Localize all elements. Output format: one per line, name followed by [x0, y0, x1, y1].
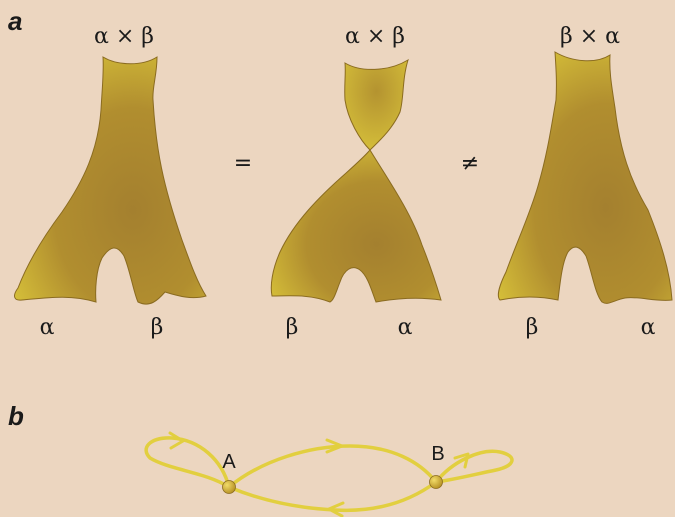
loop-at-b — [431, 449, 514, 485]
panel-b-label: b — [8, 401, 24, 431]
pants-surface-right — [497, 51, 673, 304]
point-b-label: B — [431, 443, 444, 465]
arrow-loop-a-icon — [168, 431, 185, 450]
pants-right-bottom-left-label: β — [526, 315, 539, 340]
upper-arc-a-to-b — [227, 444, 438, 489]
equals-sign: = — [234, 151, 252, 176]
pants-surface-left — [14, 56, 207, 305]
pants-right-top-label: β × α — [560, 24, 620, 49]
pants-middle-top-label: α × β — [345, 24, 405, 49]
path-diagram — [144, 436, 514, 513]
loop-at-a — [144, 436, 232, 491]
pants-middle-bottom-right-label: α — [398, 315, 413, 340]
arrow-upper-arc-icon — [325, 438, 344, 454]
lower-arc-b-to-a — [227, 480, 438, 513]
pants-right-bottom-right-label: α — [641, 315, 656, 340]
pants-left-top-label: α × β — [94, 24, 154, 49]
arrow-loop-b-icon — [453, 452, 470, 469]
not-equals-sign: ≠ — [461, 151, 479, 176]
arrow-lower-arc-icon — [327, 501, 345, 517]
pants-middle-bottom-left-label: β — [286, 315, 299, 340]
point-b-dot — [429, 475, 443, 489]
point-a-label: A — [222, 451, 236, 473]
pants-left-bottom-right-label: β — [151, 315, 164, 340]
pants-surface-middle — [270, 58, 442, 303]
point-a-dot — [222, 480, 236, 494]
arrowheads — [168, 431, 470, 517]
pants-left-bottom-left-label: α — [40, 315, 55, 340]
panel-a-label: a — [8, 6, 22, 36]
